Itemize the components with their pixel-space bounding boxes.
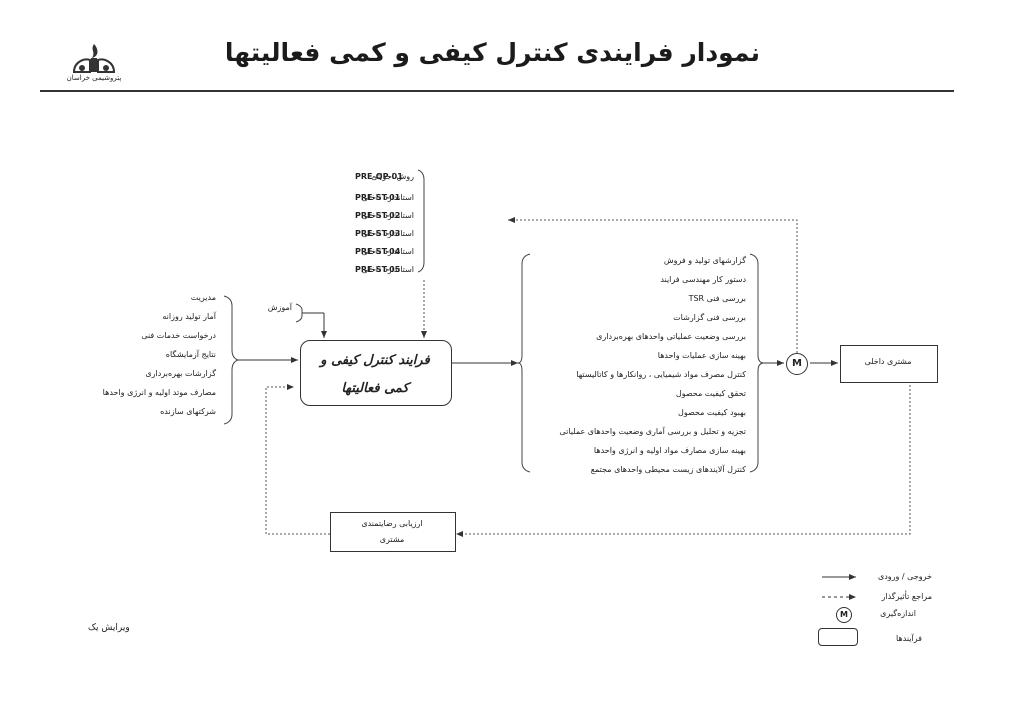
legend-measure-symbol: M <box>836 607 852 623</box>
page-title: نمودار فرایندی کنترل کیفی و کمی فعالیتها <box>224 38 760 67</box>
company-logo <box>62 42 126 86</box>
customer-label: مشتری داخلی <box>864 357 912 366</box>
output-item: بهینه سازی عملیات واحدها <box>657 351 746 360</box>
output-item: کنترل مصرف مواد شیمیایی ، روانکارها و کا… <box>576 370 746 379</box>
input-item: مدیریت <box>190 293 216 302</box>
legend-influence-label: مراجع تأثیرگذار <box>881 592 932 601</box>
input-item: مصارف موتد اولیه و انرژی واحدها <box>102 388 216 397</box>
satisfaction-line: مشتری <box>379 535 405 544</box>
training-label: آموزش <box>267 303 292 312</box>
input-item: درخواست خدمات فنی <box>141 331 216 340</box>
main-process-label: فرایند کنترل کیفی و کمی فعالیتها <box>305 347 445 403</box>
measure-feedback-dotted <box>508 217 798 353</box>
reference-label: روش اجرائی <box>371 172 414 181</box>
references-list <box>350 168 420 278</box>
outputs-brace-left <box>517 253 531 473</box>
output-item: تجزیه و تحلیل و بررسی آماری وضعیت واحدها… <box>559 427 746 436</box>
logo-caption: پتروشیمی خراسان <box>66 74 122 82</box>
reference-code: PRE-ST-01 <box>355 193 401 202</box>
reference-label: استاندارد داخلی <box>361 193 414 202</box>
feedback-process-dotted <box>265 384 330 535</box>
output-item: بهینه سازی مصارف مواد اولیه و انرژی واحد… <box>593 446 746 455</box>
legend-processes-label: فرآیندها <box>896 634 922 643</box>
inputs-brace <box>223 295 240 425</box>
reference-label: استاندارد داخلی <box>361 229 414 238</box>
output-item: بررسی فنی گزارشات <box>673 313 746 322</box>
legend-measure-label: اندازه‌گیری <box>880 609 916 618</box>
main-process-line: فرایند کنترل کیفی و <box>320 353 430 368</box>
satisfaction-line: ارزیابی رضایتمندی <box>361 519 423 528</box>
reference-code: PRE-ST-02 <box>355 211 401 220</box>
reference-code: PRE-QP-01 <box>355 172 403 181</box>
satisfaction-label: ارزیابی رضایتمندی مشتری <box>330 516 454 548</box>
output-item: بهبود کیفیت محصول <box>678 408 746 417</box>
header-divider <box>40 90 954 92</box>
satisfaction-box <box>330 512 456 552</box>
legend-process-shape <box>818 628 858 646</box>
customer-box <box>840 345 938 383</box>
main-process-line: کمی فعالیتها <box>341 381 409 396</box>
measurement-node: M <box>786 353 808 375</box>
main-process-box <box>300 340 452 406</box>
reference-code: PRE-ST-04 <box>355 247 401 256</box>
output-item: بررسی فنی TSR <box>688 294 746 303</box>
customer-feedback-dotted <box>456 381 911 537</box>
legend-io-label: خروجی / ورودی <box>877 572 932 581</box>
reference-label: استاندارد داخلی <box>361 211 414 220</box>
reference-label: استاندارد داخلی <box>361 247 414 256</box>
version-label: ویرایش یک <box>88 623 130 633</box>
input-item: آمار تولید روزانه <box>162 312 216 321</box>
output-item: کنترل آلایندهای زیست محیطی واحدهای مجتمع <box>590 465 746 474</box>
reference-code: PRE-ST-03 <box>355 229 401 238</box>
outputs-brace-right <box>749 253 765 473</box>
references-brace <box>417 169 425 273</box>
output-item: تحقق کیفیت محصول <box>675 389 746 398</box>
input-item: نتایج آزمایشگاه <box>165 350 216 359</box>
output-item: بررسی وضعیت عملیاتی واحدهای بهره‌برداری <box>596 332 746 341</box>
reference-code: PRE-ST-05 <box>355 265 401 274</box>
input-item: شرکتهای سازنده <box>160 407 216 416</box>
input-item: گزارشات بهره‌برداری <box>145 369 216 378</box>
reference-label: استاندارد داخلی <box>361 265 414 274</box>
output-item: دستور کار مهندسی فرایند <box>660 275 746 284</box>
training-brace <box>295 303 303 323</box>
output-item: گزارشهای تولید و فروش <box>663 256 746 265</box>
